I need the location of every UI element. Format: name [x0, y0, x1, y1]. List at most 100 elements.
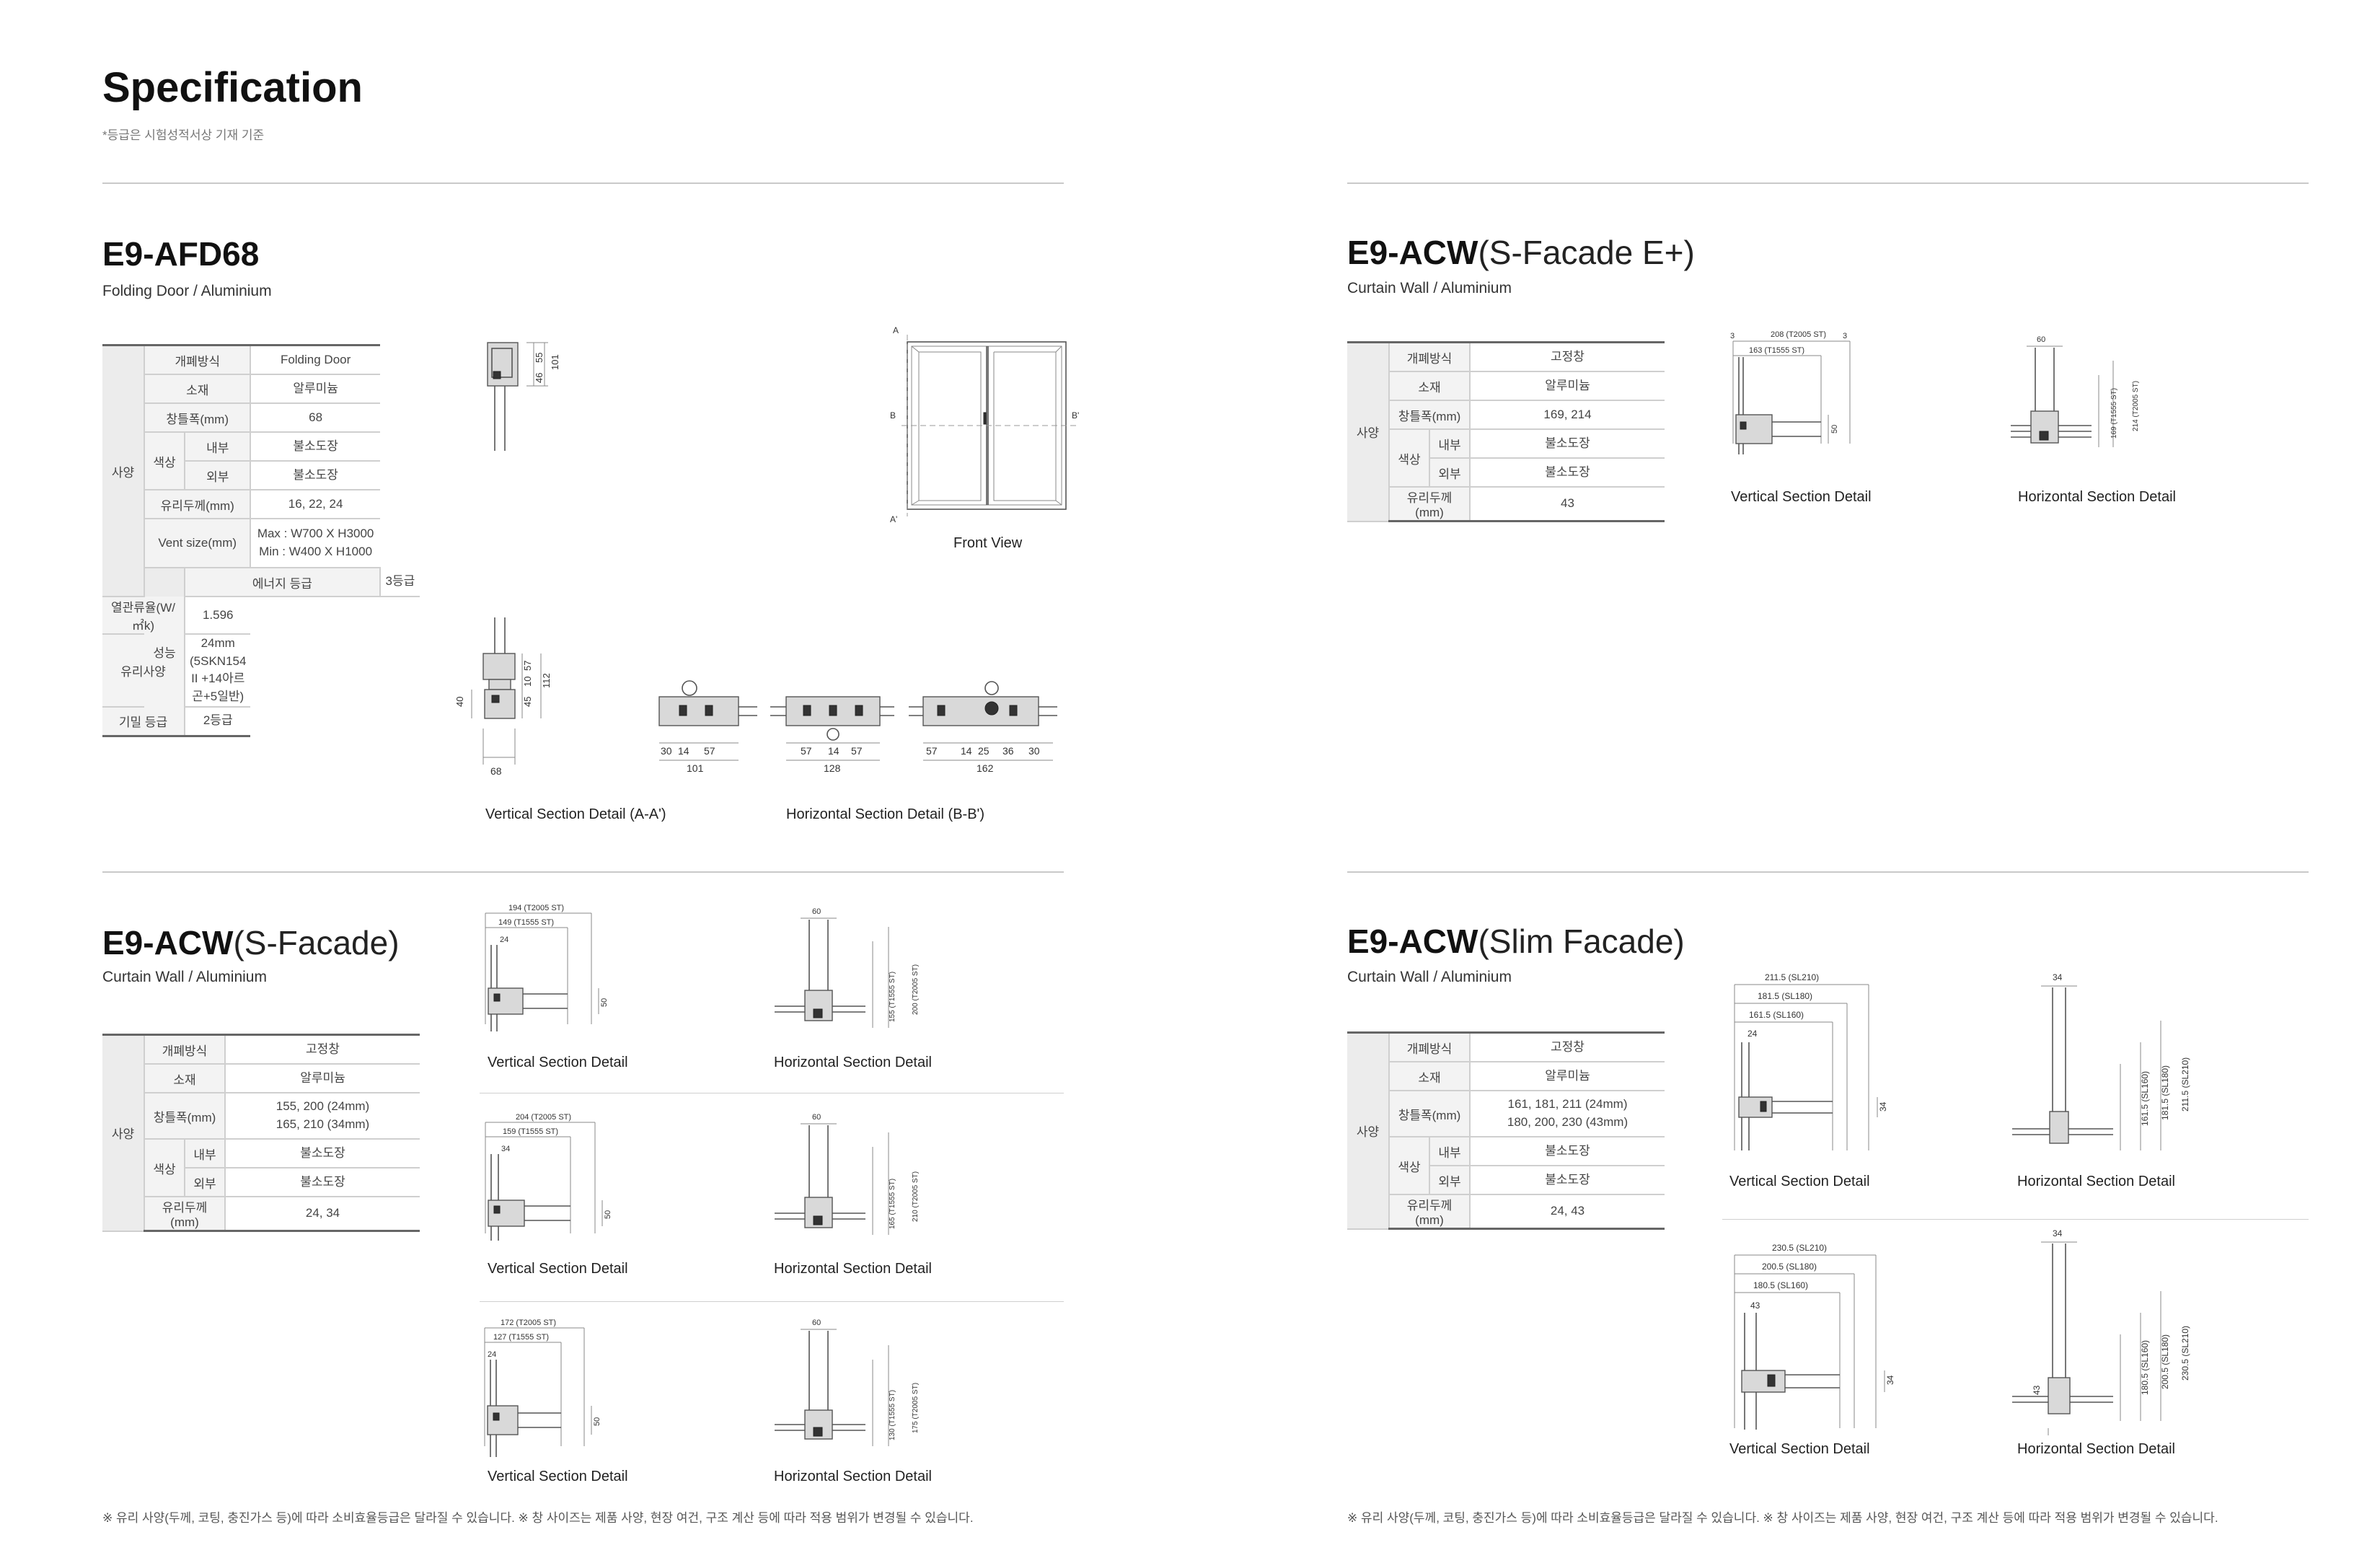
footer-note-right: ※ 유리 사양(두께, 코팅, 충진가스 등)에 따라 소비효율등급은 달라질 …	[1347, 1511, 2218, 1525]
spec-table-afd68: 사양 개폐방식 Folding Door 소재 알루미늄 창틀폭(mm) 68 …	[102, 344, 420, 737]
afd68-vertical-section-bottom: 57 10 45 112 40 68	[454, 617, 552, 777]
sf-r2h-0: 60	[812, 1113, 821, 1122]
front-mark-a-prime: A'	[890, 514, 897, 524]
slim-r2-vertical-section: 230.5 (SL210) 200.5 (SL180) 180.5 (SL160…	[1734, 1243, 1895, 1430]
product-title-sfe-light: (S-Facade E+)	[1478, 234, 1695, 271]
afd68-dim-h3-2: 25	[978, 745, 990, 757]
sfe-dim-v-4: 50	[1830, 425, 1839, 433]
caption-slim-r2-horizontal: Horizontal Section Detail	[2017, 1441, 2175, 1457]
afd68-horizontal-section: 30 14 57 101 57 14 57 128 57 14 25 36 30…	[658, 680, 1057, 774]
sfe-dim-v-0: 208 (T2005 ST)	[1771, 330, 1826, 339]
sf-r1v-2: 24	[500, 936, 508, 944]
slim-value-glass: 24, 43	[1470, 1194, 1665, 1230]
slim-value-width-2: 180, 200, 230 (43mm)	[1507, 1115, 1628, 1129]
slim-group-color: 색상	[1389, 1137, 1430, 1195]
sf-r2v-0: 204 (T2005 ST)	[516, 1113, 571, 1122]
slim-value-inner: 불소도장	[1470, 1137, 1665, 1166]
value-glass-spec: 24mm (5SKN154 II +14아르곤+5일반)	[185, 634, 251, 708]
sf-r3v-0: 172 (T2005 ST)	[501, 1319, 556, 1327]
afd68-dim-h3-4: 30	[1028, 745, 1040, 757]
afd68-dim-top-2: 101	[550, 354, 560, 370]
afd68-dim-h3-0: 57	[926, 745, 938, 757]
sfe-value-open: 고정창	[1470, 341, 1665, 372]
sfe-dim-h-0: 60	[2037, 335, 2045, 344]
label-open-method: 개폐방식	[144, 344, 252, 375]
sf-r2v-1: 159 (T1555 ST)	[503, 1127, 558, 1136]
sf-r3-vertical-section: 172 (T2005 ST) 127 (T1555 ST) 24 50	[484, 1319, 601, 1457]
value-glass-thickness: 16, 22, 24	[250, 490, 380, 519]
sf-value-open: 고정창	[225, 1034, 420, 1065]
product-title-slim: E9-ACW(Slim Facade)	[1347, 922, 1685, 961]
slim-value-material: 알루미늄	[1470, 1062, 1665, 1091]
sf-r3h-2: 175 (T2005 ST)	[912, 1383, 920, 1433]
afd68-dim-bottom-5: 68	[490, 765, 502, 777]
caption-afd68-vertical: Vertical Section Detail (A-A')	[485, 806, 666, 822]
sf-value-width: 155, 200 (24mm) 165, 210 (34mm)	[225, 1093, 420, 1140]
sfe-dim-v-2: 3	[1730, 332, 1735, 340]
afd68-dim-bottom-1: 10	[522, 677, 533, 687]
sf-r1-vertical-section: 194 (T2005 ST) 149 (T1555 ST) 24 50	[485, 904, 609, 1031]
sf-label-material: 소재	[144, 1064, 226, 1093]
label-energy-grade: 에너지 등급	[185, 568, 381, 597]
caption-sfe-horizontal: Horizontal Section Detail	[2018, 489, 2176, 505]
spec-table-sfe: 사양 개폐방식 고정창 소재 알루미늄 창틀폭(mm) 169, 214 색상 …	[1347, 341, 1665, 522]
divider-mid-right	[1347, 871, 2309, 873]
label-heat-transfer: 열관류율(W/㎡k)	[102, 597, 185, 635]
product-title-sfe: E9-ACW(S-Facade E+)	[1347, 233, 1695, 272]
sf-r1-horizontal-section: 60 155 (T1555 ST) 200 (T2005 ST)	[775, 907, 920, 1028]
slim-r2h-3: 230.5 (SL210)	[2180, 1326, 2190, 1381]
slim-value-width-1: 161, 181, 211 (24mm)	[1507, 1097, 1628, 1112]
sf-label-width: 창틀폭(mm)	[144, 1093, 226, 1140]
sf-value-inner: 불소도장	[225, 1139, 420, 1168]
afd68-vertical-section-top: 55 46 101	[487, 342, 560, 451]
value-glass-spec-2: (5SKN154 II +14아르곤+5일반)	[190, 653, 247, 703]
afd68-dim-h3-1: 14	[961, 745, 972, 757]
product-title-sf-light: (S-Facade)	[233, 924, 400, 961]
slim-label-material: 소재	[1389, 1062, 1471, 1091]
sf-r1v-0: 194 (T2005 ST)	[508, 904, 564, 912]
slim-r1v-1: 181.5 (SL180)	[1758, 991, 1812, 1001]
spec-table-sf: 사양 개폐방식 고정창 소재 알루미늄 창틀폭(mm) 155, 200 (24…	[102, 1034, 420, 1232]
label-frame-width: 창틀폭(mm)	[144, 403, 252, 433]
value-outer: 불소도장	[250, 461, 380, 490]
slim-label-glass: 유리두께(mm)	[1389, 1194, 1471, 1230]
slim-group-spec: 사양	[1347, 1031, 1390, 1230]
sf-label-open: 개폐방식	[144, 1034, 226, 1065]
label-inner: 내부	[185, 432, 252, 462]
sf-label-outer: 외부	[185, 1168, 226, 1197]
slim-r2v-3: 43	[1750, 1300, 1760, 1311]
footer-note-left: ※ 유리 사양(두께, 코팅, 충진가스 등)에 따라 소비효율등급은 달라질 …	[102, 1511, 974, 1525]
sfe-value-glass: 43	[1470, 487, 1665, 522]
sfe-value-width: 169, 214	[1470, 400, 1665, 430]
label-material: 소재	[144, 374, 252, 404]
slim-r1h-1: 161.5 (SL160)	[2140, 1071, 2150, 1126]
value-vent-max: Max : W700 X H3000	[257, 527, 374, 541]
divider-slim-row1	[1722, 1219, 2309, 1220]
label-outer: 외부	[185, 461, 252, 490]
caption-sf-r2-vertical: Vertical Section Detail	[488, 1261, 628, 1277]
sfe-label-glass: 유리두께(mm)	[1389, 487, 1471, 522]
sf-label-glass: 유리두께(mm)	[144, 1197, 226, 1232]
divider-top-left	[102, 182, 1064, 184]
afd68-dim-h2-3: 128	[824, 762, 841, 774]
front-mark-a: A	[893, 325, 899, 335]
slim-r2v-4: 34	[1885, 1375, 1895, 1385]
label-glass-thickness: 유리두께(mm)	[144, 490, 252, 519]
slim-label-width: 창틀폭(mm)	[1389, 1091, 1471, 1137]
slim-r1v-3: 24	[1747, 1029, 1758, 1039]
caption-slim-r1-vertical: Vertical Section Detail	[1729, 1174, 1870, 1189]
front-mark-b-prime: B'	[1072, 410, 1079, 421]
product-title-afd68-text: E9-AFD68	[102, 235, 260, 273]
sf-r3v-3: 50	[593, 1417, 601, 1426]
sf-value-width-2: 165, 210 (34mm)	[276, 1117, 370, 1131]
group-spec: 사양	[102, 344, 145, 597]
product-title-slim-light: (Slim Facade)	[1478, 923, 1685, 960]
caption-sf-r2-horizontal: Horizontal Section Detail	[774, 1261, 932, 1277]
page-title: Specification	[102, 64, 363, 111]
sf-r2h-2: 210 (T2005 ST)	[912, 1171, 920, 1222]
sf-r2v-2: 34	[501, 1145, 510, 1153]
grade-note: *등급은 시험성적서상 기재 기준	[102, 128, 265, 142]
divider-sf-row2	[480, 1301, 1064, 1302]
product-subtitle-slim: Curtain Wall / Aluminium	[1347, 969, 1512, 985]
afd68-dim-top-1: 46	[534, 373, 545, 383]
